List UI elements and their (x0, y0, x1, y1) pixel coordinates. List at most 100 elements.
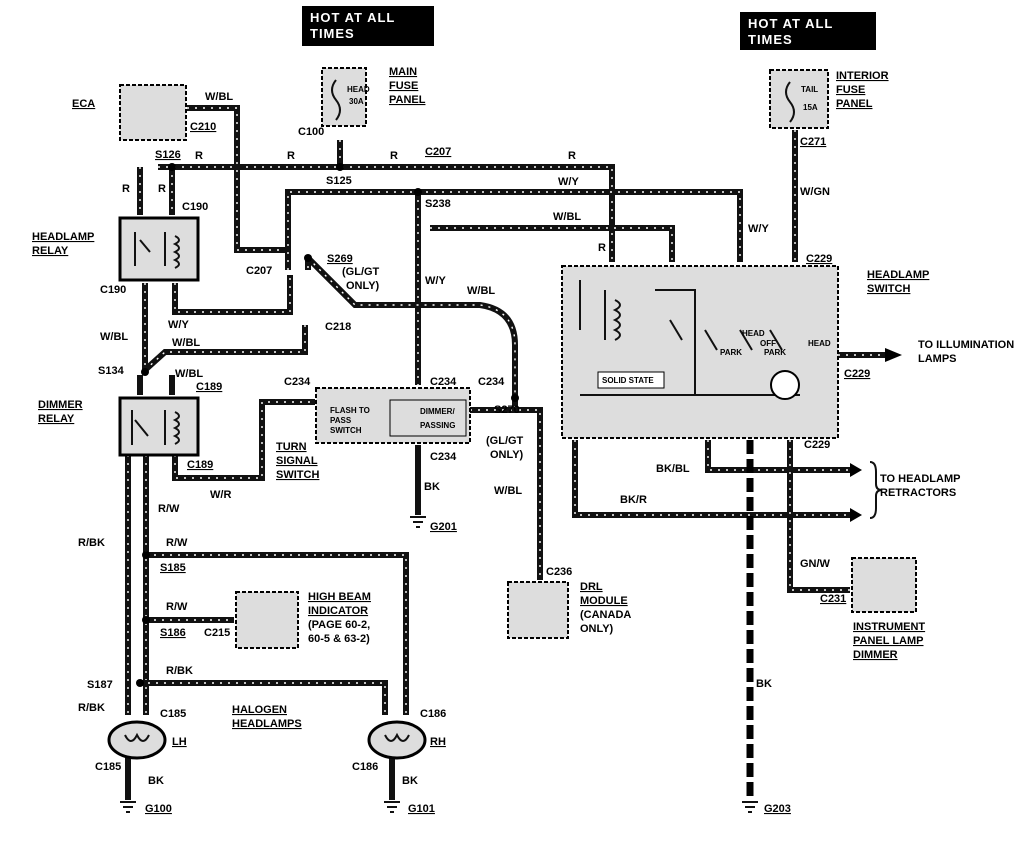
label: R/BK (166, 665, 193, 677)
hot-note-line1: HOT AT ALL (748, 16, 833, 31)
label: OFF (760, 339, 776, 348)
label: S126 (155, 149, 181, 161)
label: G101 (408, 803, 435, 815)
label: (CANADA (580, 609, 631, 621)
splice-s270 (511, 394, 519, 402)
label: R (390, 150, 398, 162)
label: MODULE (580, 595, 628, 607)
label: SWITCH (276, 469, 319, 481)
brace-icon (869, 461, 883, 519)
label: S187 (87, 679, 113, 691)
label: C231 (820, 593, 846, 605)
splice-s125 (336, 163, 344, 171)
label: BK (148, 775, 164, 787)
label: BK (402, 775, 418, 787)
splice-s186 (142, 616, 150, 624)
headlamp-relay (118, 216, 200, 282)
eca-label: ECA (72, 98, 95, 110)
label: PASSING (420, 421, 455, 430)
fuse-symbol-icon (785, 81, 795, 123)
label: W/BL (467, 285, 495, 297)
label: R (195, 150, 203, 162)
label: S186 (160, 627, 186, 639)
label: R/W (166, 537, 188, 549)
label: HEAD (808, 339, 831, 348)
label: S125 (326, 175, 352, 187)
splice-s134 (141, 368, 149, 376)
label: FUSE (836, 84, 865, 96)
switch-internal-circuit-icon (579, 280, 800, 396)
label: HALOGEN (232, 704, 287, 716)
label: C229 (804, 439, 830, 451)
label: TO HEADLAMP (880, 473, 960, 485)
solid-state-box (597, 371, 665, 389)
label: GN/W (800, 558, 831, 570)
label: W/Y (558, 176, 579, 188)
arrow-right-icon (850, 463, 862, 477)
hot-at-all-times-badge (302, 6, 434, 46)
label: C234 (430, 451, 457, 463)
label: W/BL (172, 337, 200, 349)
label: R (287, 150, 295, 162)
label: MAIN (389, 66, 417, 78)
label: HEAD (742, 329, 765, 338)
ground-icon (410, 516, 426, 528)
label: C215 (204, 627, 230, 639)
dimmer-passing-subbox (389, 399, 467, 437)
label: G203 (764, 803, 791, 815)
label: SIGNAL (276, 455, 318, 467)
label: RELAY (32, 245, 69, 257)
filament-icon (384, 732, 410, 742)
label: ONLY) (580, 623, 614, 635)
label: PANEL (836, 98, 873, 110)
label: C190 (182, 201, 208, 213)
label: TURN (276, 441, 307, 453)
label: INTERIOR (836, 70, 889, 82)
label: BK (756, 678, 772, 690)
fuse-amp: 15A (803, 103, 818, 112)
relay-coil-icon (131, 410, 180, 445)
fuse-symbol-icon (331, 79, 341, 121)
label: PARK (720, 348, 742, 357)
label: C207 (246, 265, 272, 277)
turn-signal-switch-box (315, 387, 471, 444)
label: R/BK (78, 537, 105, 549)
label: S185 (160, 562, 186, 574)
label: C210 (190, 121, 216, 133)
label: BK/BL (656, 463, 690, 475)
high-beam-indicator-box (235, 591, 299, 649)
label: R/W (158, 503, 180, 515)
label: R (158, 183, 166, 195)
arrow-right-icon (850, 508, 862, 522)
label: PASS (330, 416, 352, 425)
label: C189 (187, 459, 213, 471)
label: RELAY (38, 413, 75, 425)
connector-labels: C210 C100 S126 S125 C207 C271 S238 C190 … (87, 121, 870, 815)
label: SOLID STATE (602, 376, 654, 385)
label: FUSE (389, 80, 418, 92)
label: FLASH TO (330, 406, 370, 415)
wires (125, 105, 885, 800)
relay-coil-icon (134, 232, 180, 269)
label: W/R (210, 489, 231, 501)
label: SWITCH (867, 283, 910, 295)
label: C218 (325, 321, 351, 333)
label: S238 (425, 198, 451, 210)
rheostat-icon (770, 370, 800, 400)
label: HEADLAMPS (232, 718, 302, 730)
label: DIMMER (38, 399, 83, 411)
wire-color-labels: W/BL R R R R R R R W/Y W/BL W/GN W/Y W/Y… (78, 91, 831, 787)
arrow-right-icon (885, 348, 902, 362)
label: RH (430, 736, 446, 748)
label: PARK (764, 348, 786, 357)
hot-at-all-times-badge (740, 12, 876, 50)
label: W/Y (168, 319, 189, 331)
label: W/BL (100, 331, 128, 343)
label: DIMMER (853, 649, 898, 661)
label: C190 (100, 284, 126, 296)
label: R/BK (78, 702, 105, 714)
filament-icon (124, 732, 150, 742)
drl-module-box (507, 581, 569, 639)
label: C234 (478, 376, 505, 388)
